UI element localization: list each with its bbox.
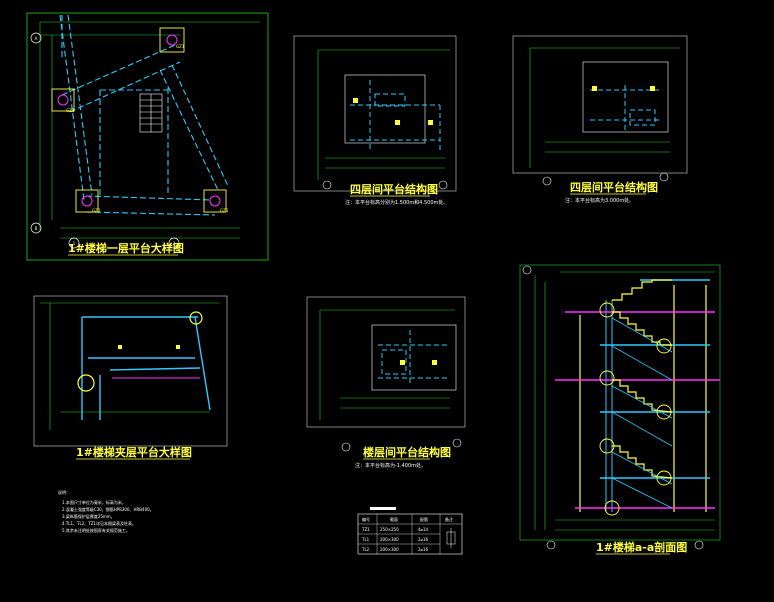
axis-bubble: B (30, 222, 42, 234)
svg-text:TL1: TL1 (361, 537, 370, 542)
column-marker: GZ1 (75, 189, 101, 213)
general-notes: 说明： 1.本图尺寸单位为毫米，标高为米。 2.混凝土强度等级C30，钢筋HPB… (58, 489, 154, 533)
axis-bubble: 1 (68, 237, 80, 249)
drawing-mid-platform-2: 四层间平台结构图 注：本平台标高为3.000m处。 (512, 35, 688, 204)
svg-text:1.本图尺寸单位为毫米，标高为米。: 1.本图尺寸单位为毫米，标高为米。 (62, 499, 126, 505)
svg-text:GZ1: GZ1 (66, 108, 75, 113)
drawing-note: 注：本平台标高为3.000m处。 (565, 197, 634, 204)
svg-text:2⌀16: 2⌀16 (418, 547, 428, 552)
svg-text:GZ1: GZ1 (92, 208, 101, 213)
drawing-mid-platform-1: 四层间平台结构图 注：本平台标高分别为1.500m和4.500m处。 (293, 35, 457, 206)
svg-text:1: 1 (73, 241, 76, 246)
svg-text:200×300: 200×300 (380, 547, 399, 552)
svg-text:TL2: TL2 (361, 547, 370, 552)
svg-text:2: 2 (173, 241, 176, 246)
svg-text:GZ1: GZ1 (220, 208, 229, 213)
svg-text:编号: 编号 (362, 516, 370, 522)
svg-text:TZ1: TZ1 (361, 527, 370, 532)
drawing-mezzanine-platform: 1#楼梯夹层平台大样图 (33, 295, 228, 460)
svg-text:B: B (35, 226, 38, 231)
drawing-title: 四层间平台结构图 (570, 180, 658, 194)
svg-text:GZ1: GZ1 (176, 44, 185, 49)
svg-text:4⌀14: 4⌀14 (418, 527, 428, 532)
svg-text:2⌀16: 2⌀16 (418, 537, 428, 542)
drawing-note: 注：本平台标高为-1.400m处。 (355, 462, 426, 469)
drawing-first-floor-platform: A B 1 2 (26, 12, 269, 261)
drawing-stair-section: 1#楼梯a-a剖面图 (519, 264, 721, 555)
drawing-note: 注：本平台标高分别为1.500m和4.500m处。 (345, 199, 448, 206)
svg-text:4.TL1、TL2、TZ1详见本图梁表及柱表。: 4.TL1、TL2、TZ1详见本图梁表及柱表。 (62, 520, 136, 526)
column-marker: GZ1 (203, 189, 229, 213)
svg-text:2.混凝土强度等级C30，钢筋HPB300、HRB400。: 2.混凝土强度等级C30，钢筋HPB300、HRB400。 (62, 506, 154, 512)
svg-text:3.梁纵筋保护层厚度25mm。: 3.梁纵筋保护层厚度25mm。 (62, 513, 115, 519)
drawing-title: 1#楼梯一层平台大样图 (68, 241, 184, 255)
drawing-floor-platform: 楼层间平台结构图 注：本平台标高为-1.400m处。 (306, 296, 466, 469)
svg-text:备注: 备注 (445, 516, 453, 522)
column-marker: GZ1 (51, 88, 75, 113)
svg-text:5.其余未注明处按国家有关规范施工。: 5.其余未注明处按国家有关规范施工。 (62, 527, 130, 533)
drawing-title: 四层间平台结构图 (350, 182, 438, 196)
svg-text:200×300: 200×300 (380, 537, 399, 542)
drawing-title: 楼层间平台结构图 (363, 445, 451, 459)
member-schedule-table: 编号 截面 配筋 备注 TZ1 250×250 4⌀14 TL1 200×300… (357, 507, 463, 555)
drawing-title: 1#楼梯a-a剖面图 (596, 540, 687, 554)
svg-text:配筋: 配筋 (420, 516, 428, 522)
axis-bubble: A (30, 32, 42, 44)
drawing-title: 1#楼梯夹层平台大样图 (76, 445, 192, 459)
svg-text:250×250: 250×250 (380, 527, 399, 532)
svg-text:截面: 截面 (390, 516, 398, 522)
column-marker: GZ1 (159, 27, 185, 53)
axis-bubble: 2 (168, 237, 180, 249)
svg-text:说明：: 说明： (58, 489, 70, 495)
svg-text:A: A (35, 36, 38, 41)
